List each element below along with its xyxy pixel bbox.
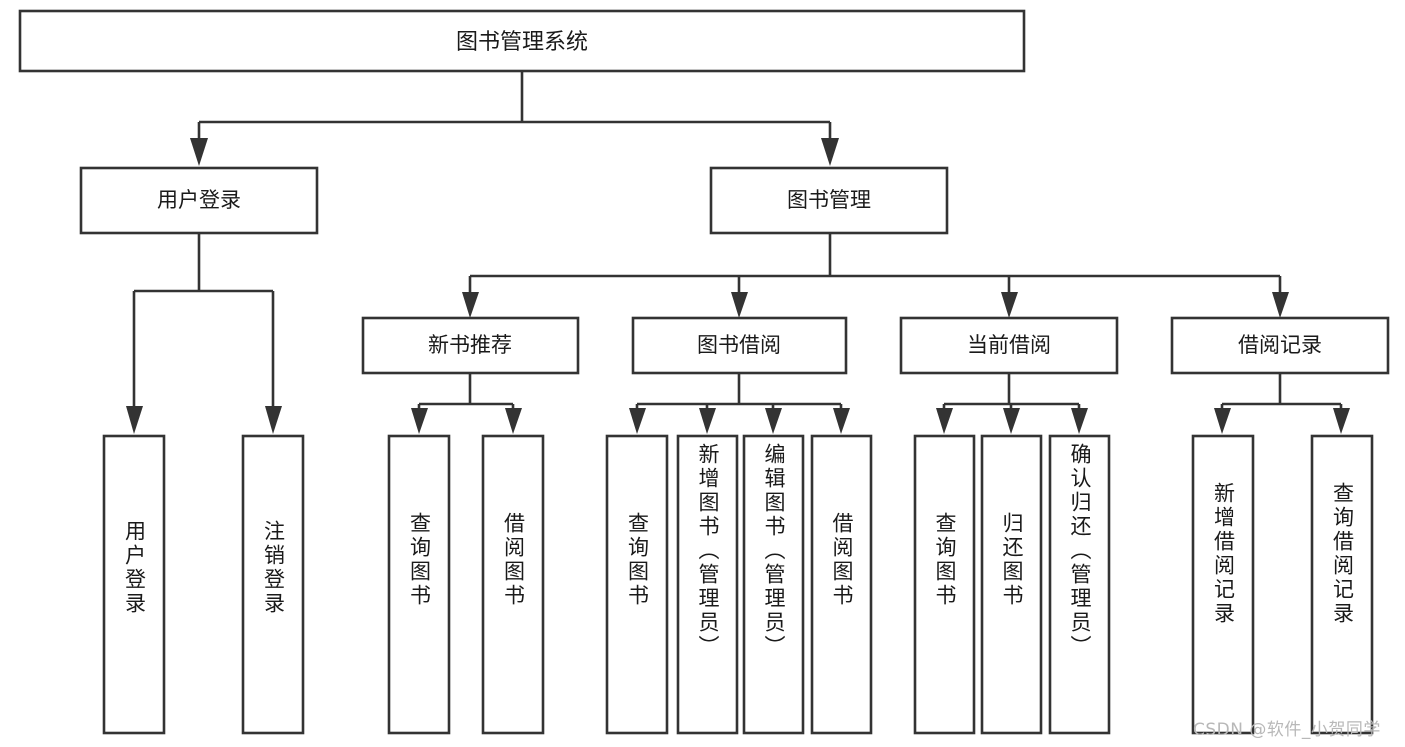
leaf-query-book-1-label: 查询图书 (407, 512, 432, 608)
node-new-book-recommend[interactable]: 新书推荐 (361, 316, 580, 375)
leaf-add-book-label-wrap[interactable]: 新增图书（管理员） (678, 443, 737, 733)
leaf-logout-login-label: 注销登录 (261, 520, 286, 616)
arrow-head-leaf-borrow-book-1 (505, 408, 522, 434)
node-borrow-record-label: 借阅记录 (1238, 333, 1322, 357)
leaf-borrow-book-2-label: 借阅图书 (830, 512, 854, 608)
node-new-book-recommend-label: 新书推荐 (428, 333, 512, 357)
arrow-head-borrow-record (1272, 292, 1289, 318)
node-root-box (18, 9, 1026, 73)
node-user-login-label: 用户登录 (157, 188, 241, 212)
arrow-head-leaf-query-book-3 (936, 408, 953, 434)
connector-new-book-to-leaves (411, 373, 522, 434)
node-new-book-recommend-box (361, 316, 580, 375)
node-book-manage-label: 图书管理 (787, 188, 871, 212)
leaf-query-book-2-box[interactable] (605, 434, 669, 735)
leaf-borrow-book-2-label-wrap[interactable]: 借阅图书 (812, 512, 871, 733)
leaf-user-login-label-wrap[interactable]: 用户登录 (104, 520, 164, 733)
leaf-confirm-return-label-wrap[interactable]: 确认归还（管理员） (1050, 443, 1109, 733)
leaf-logout-login-box[interactable] (241, 434, 305, 735)
leaf-edit-book-label-wrap[interactable]: 编辑图书（管理员） (744, 443, 803, 733)
leaf-add-record-label-wrap[interactable]: 新增借阅记录 (1193, 482, 1253, 733)
arrow-head-leaf-add-record (1214, 408, 1231, 434)
node-borrow-record[interactable]: 借阅记录 (1170, 316, 1390, 375)
leaf-boxes (102, 434, 1374, 735)
node-root[interactable]: 图书管理系统 (18, 9, 1026, 73)
connector-book-borrow-to-leaves (629, 373, 850, 434)
node-current-borrow-box (899, 316, 1119, 375)
leaf-query-record-box[interactable] (1310, 434, 1374, 735)
arrow-head-leaf-confirm-return (1071, 408, 1088, 434)
arrow-head-leaf-logout-login (265, 406, 282, 434)
leaf-query-record-label: 查询借阅记录 (1330, 482, 1355, 626)
leaf-query-book-3-label: 查询图书 (933, 512, 957, 608)
node-book-manage[interactable]: 图书管理 (709, 166, 949, 235)
leaf-query-book-1-label-wrap[interactable]: 查询图书 (389, 512, 449, 733)
leaf-query-book-2-label-wrap[interactable]: 查询图书 (607, 512, 667, 733)
leaf-query-book-2-label: 查询图书 (625, 512, 650, 608)
arrow-head-leaf-query-record (1333, 408, 1350, 434)
node-book-borrow[interactable]: 图书借阅 (631, 316, 848, 375)
node-user-login-box (79, 166, 319, 235)
leaf-borrow-book-2-box[interactable] (810, 434, 873, 735)
node-current-borrow-label: 当前借阅 (967, 333, 1051, 357)
leaf-query-book-3-label-wrap[interactable]: 查询图书 (915, 512, 974, 733)
leaf-query-record-label-wrap[interactable]: 查询借阅记录 (1312, 482, 1372, 733)
arrow-head-current-borrow (1001, 292, 1018, 318)
leaf-confirm-return-label: 确认归还（管理员） (1068, 443, 1092, 659)
leaf-add-record-box[interactable] (1191, 434, 1255, 735)
leaf-query-book-3-box[interactable] (913, 434, 976, 735)
arrow-head-leaf-query-book-1 (411, 408, 428, 434)
leaf-borrow-book-1-label: 借阅图书 (501, 512, 526, 608)
leaf-borrow-book-1-box[interactable] (481, 434, 545, 735)
arrow-head-leaf-edit-book (765, 408, 782, 434)
leaf-add-book-label: 新增图书（管理员） (696, 443, 720, 659)
connector-borrow-record-to-leaves (1214, 373, 1350, 434)
arrow-head-leaf-borrow-book-2 (833, 408, 850, 434)
leaf-user-login-box[interactable] (102, 434, 166, 735)
leaf-logout-login-label-wrap[interactable]: 注销登录 (243, 520, 303, 733)
leaf-borrow-book-1-label-wrap[interactable]: 借阅图书 (483, 512, 543, 733)
node-book-manage-box (709, 166, 949, 235)
leaf-query-book-1-box[interactable] (387, 434, 451, 735)
node-user-login[interactable]: 用户登录 (79, 166, 319, 235)
leaf-return-book-label-wrap[interactable]: 归还图书 (982, 512, 1041, 733)
leaf-user-login-label: 用户登录 (122, 520, 147, 616)
leaf-confirm-return-box[interactable] (1048, 434, 1111, 735)
arrow-head-leaf-return-book (1003, 408, 1020, 434)
arrow-head-leaf-query-book-2 (629, 408, 646, 434)
connector-current-borrow-to-leaves (936, 373, 1088, 434)
leaf-add-book-box[interactable] (676, 434, 739, 735)
arrow-head-book-manage (821, 138, 839, 166)
arrow-head-leaf-user-login (126, 406, 143, 434)
leaf-return-book-label: 归还图书 (1000, 512, 1024, 608)
arrow-head-new-book-recommend (462, 292, 479, 318)
arrow-head-leaf-add-book (699, 408, 716, 434)
node-book-borrow-box (631, 316, 848, 375)
node-book-borrow-label: 图书借阅 (697, 333, 781, 357)
node-current-borrow[interactable]: 当前借阅 (899, 316, 1119, 375)
connector-user-login-to-leaves (126, 233, 282, 434)
connector-root-to-level2 (190, 71, 839, 166)
leaf-edit-book-box[interactable] (742, 434, 805, 735)
connector-book-manage-to-level3 (462, 233, 1289, 318)
leaf-return-book-box[interactable] (980, 434, 1043, 735)
leaf-add-record-label: 新增借阅记录 (1211, 482, 1236, 626)
leaf-edit-book-label: 编辑图书（管理员） (762, 443, 786, 659)
watermark-text: CSDN @软件_小贺同学 (1193, 720, 1381, 740)
node-root-label: 图书管理系统 (456, 30, 588, 55)
node-borrow-record-box (1170, 316, 1390, 375)
arrow-head-book-borrow (731, 292, 748, 318)
arrow-head-user-login (190, 138, 208, 166)
